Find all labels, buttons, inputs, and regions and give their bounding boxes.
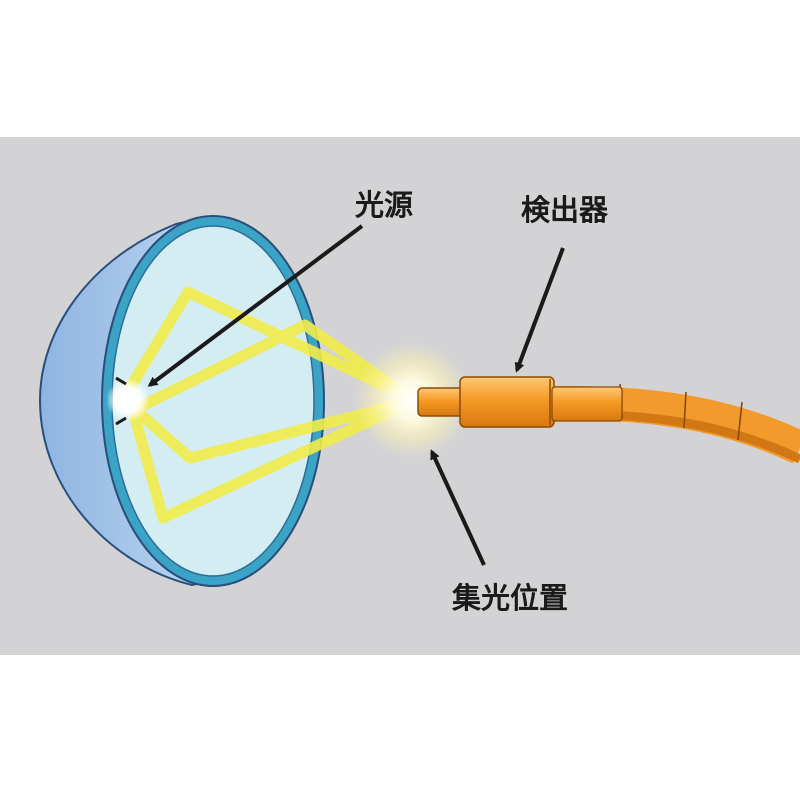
detector-tip xyxy=(417,387,465,417)
beam-mid-lower xyxy=(132,396,416,464)
detector-arrow xyxy=(514,247,565,373)
light-source-glow xyxy=(106,378,150,422)
fiber-segment-line xyxy=(737,401,743,441)
beam-upper xyxy=(124,286,416,404)
focal-point-glow xyxy=(354,342,470,458)
fiber-segment-line xyxy=(683,391,687,429)
detector-sleeve xyxy=(551,386,623,422)
detector-collar xyxy=(459,376,555,428)
focal-position-label: 集光位置 xyxy=(451,581,568,615)
light-source-holder xyxy=(115,376,127,426)
detector xyxy=(417,376,623,428)
light-source-arrow xyxy=(147,224,364,387)
annotation-arrows xyxy=(147,224,565,566)
beam-lower xyxy=(129,396,416,524)
focal-position-arrow xyxy=(430,449,486,566)
reflector-rim-outline xyxy=(101,215,325,587)
reflector-shell xyxy=(38,220,217,587)
detector-label: 検出器 xyxy=(521,193,609,227)
light-source-label: 光源 xyxy=(355,188,413,222)
